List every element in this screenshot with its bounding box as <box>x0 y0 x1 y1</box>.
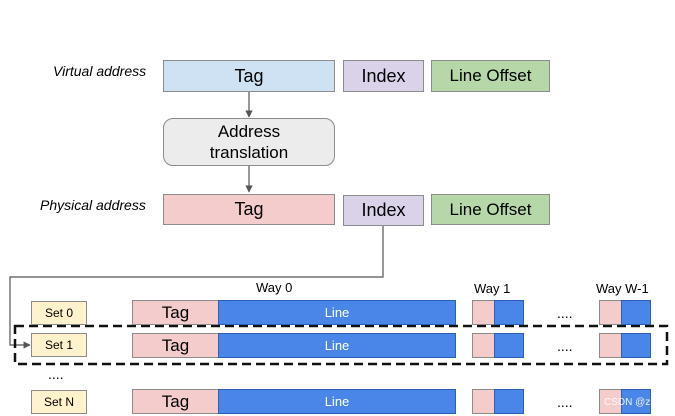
set-n-label: Set N <box>31 390 87 414</box>
translation-line-1: Address <box>217 122 281 141</box>
set-0-ways-ellipsis: .... <box>557 305 573 321</box>
set-0-way1-line <box>494 300 524 325</box>
set-n-way0-line: Line <box>218 389 456 414</box>
way-1-header: Way 1 <box>474 281 511 296</box>
physical-address-label: Physical address <box>40 197 146 213</box>
set-1-way0-line: Line <box>218 333 456 358</box>
physical-line-offset-field: Line Offset <box>431 194 550 225</box>
physical-index-field: Index <box>343 195 424 226</box>
set-n-ways-ellipsis: .... <box>557 394 573 410</box>
physical-tag-field: Tag <box>163 194 335 225</box>
set-0-label: Set 0 <box>31 301 87 325</box>
virtual-line-offset-field: Line Offset <box>431 60 550 92</box>
set-n-way1-line <box>494 389 524 414</box>
set-n-way1-tag <box>472 389 495 414</box>
set-1-way1-line <box>494 333 524 358</box>
way-0-header: Way 0 <box>256 280 293 295</box>
virtual-tag-field: Tag <box>163 60 335 92</box>
set-1-wayw-tag <box>599 333 622 358</box>
virtual-index-field: Index <box>343 60 424 92</box>
watermark: CSDN @zs.w <box>604 397 666 408</box>
set-1-ways-ellipsis: .... <box>557 338 573 354</box>
set-n-wayw-line <box>621 389 651 414</box>
sets-ellipsis: .... <box>48 366 64 382</box>
way-w-minus-1-header: Way W-1 <box>596 281 649 296</box>
set-1-way1-tag <box>472 333 495 358</box>
set-0-way1-tag <box>472 300 495 325</box>
set-0-way0-line: Line <box>218 300 456 325</box>
address-translation-box: Address translation <box>163 118 335 166</box>
set-0-way0-tag: Tag <box>132 300 219 325</box>
arrow-index-to-set <box>9 225 384 349</box>
set-0-wayw-line <box>621 300 651 325</box>
translation-line-2: translation <box>209 143 289 162</box>
set-1-way0-tag: Tag <box>132 333 219 358</box>
set-0-wayw-tag <box>599 300 622 325</box>
set-1-label: Set 1 <box>31 333 87 357</box>
virtual-address-label: Virtual address <box>53 63 147 79</box>
selected-set-highlight <box>13 324 669 366</box>
set-1-wayw-line <box>621 333 651 358</box>
set-n-way0-tag: Tag <box>132 389 219 414</box>
